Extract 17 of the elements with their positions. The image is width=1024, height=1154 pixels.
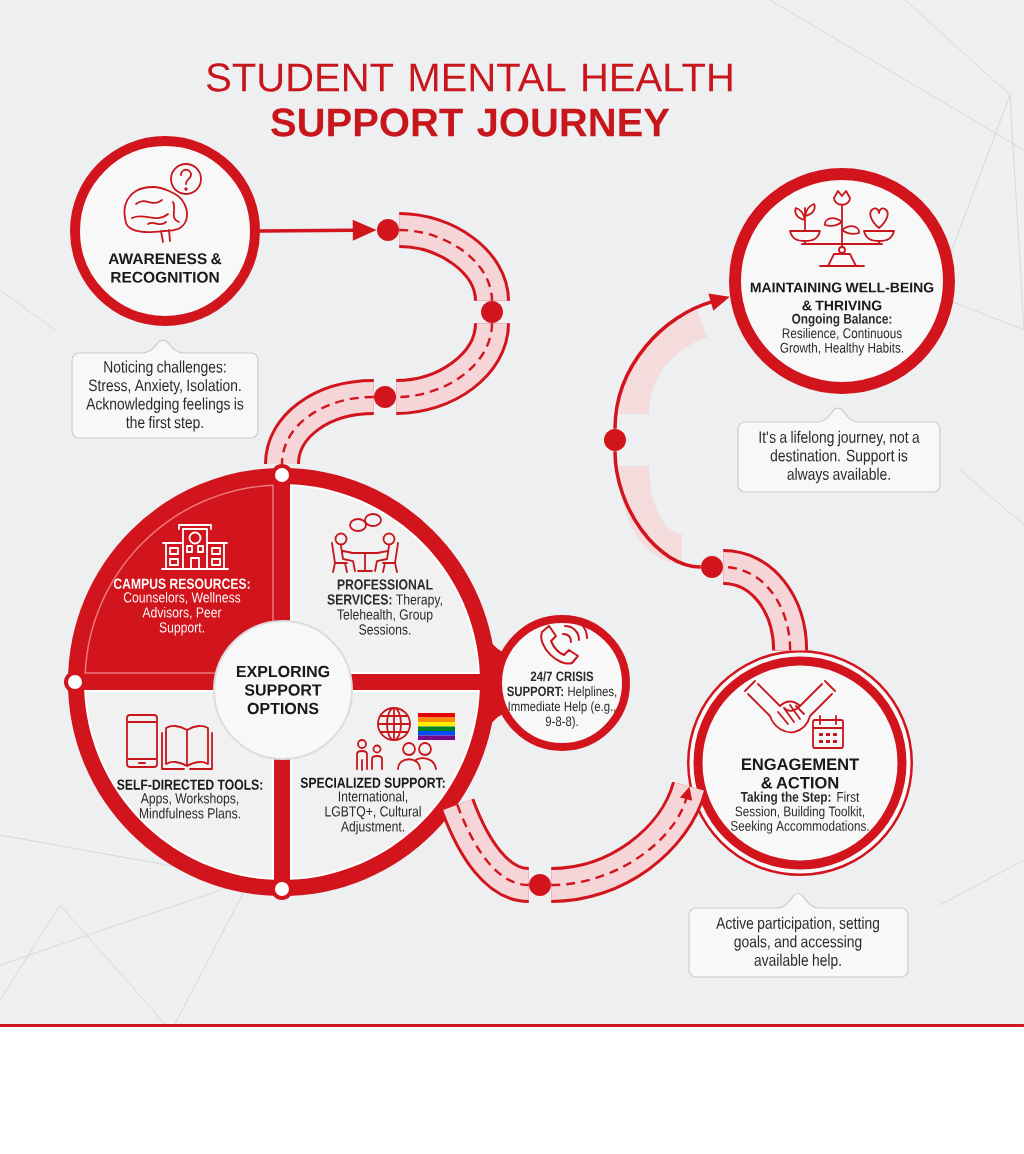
connector-line xyxy=(613,451,701,569)
road-path xyxy=(398,212,510,303)
callout-box: Active participation, setting goals, and accessing available help. xyxy=(688,892,909,978)
road-marker xyxy=(377,219,399,241)
road-marker xyxy=(529,874,551,896)
road-path xyxy=(550,780,707,903)
road-path xyxy=(395,321,510,415)
road-marker xyxy=(701,556,723,578)
road-path xyxy=(264,379,375,466)
road-marker xyxy=(374,386,396,408)
road-path xyxy=(440,798,531,903)
road-marker xyxy=(604,429,626,451)
road-path xyxy=(721,549,809,652)
callout-box: It's a lifelong journey, not a destination. Support is always available. xyxy=(737,407,941,493)
title: STUDENT MENTAL HEALTH SUPPORT JOURNEY xyxy=(207,63,732,137)
road-marker xyxy=(481,301,503,323)
callout-box: Noticing challenges: Stress, Anxiety, Isolation. Acknowledging feelings is the first step. xyxy=(71,339,259,439)
